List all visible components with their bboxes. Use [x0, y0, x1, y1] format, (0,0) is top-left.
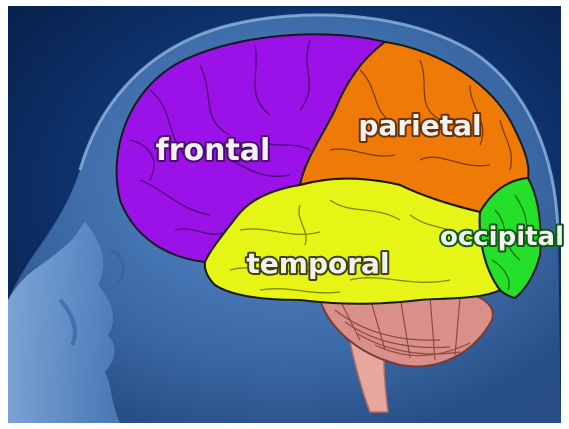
parietal-label: parietal	[358, 109, 481, 142]
occipital-label: occipital	[440, 222, 564, 252]
temporal-label: temporal	[246, 247, 389, 280]
frontal-label: frontal	[156, 133, 271, 168]
